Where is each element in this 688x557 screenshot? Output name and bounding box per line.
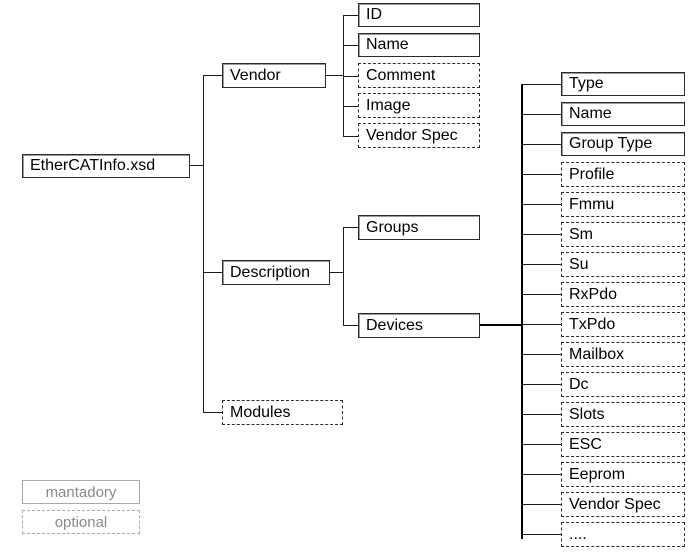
node-label: Sm: [569, 225, 593, 243]
node-label: Image: [366, 96, 411, 114]
node-label: ....: [569, 525, 587, 543]
node-label: Name: [569, 105, 612, 122]
connector-device-child-vendorspec: [521, 504, 561, 505]
node-label: Description: [230, 263, 311, 281]
node-label: Fmmu: [569, 195, 615, 213]
node-label: Modules: [230, 403, 291, 421]
node-label: Devices: [366, 316, 423, 334]
legend-mandatory: mantadory: [22, 480, 140, 504]
node-device-more[interactable]: ....: [561, 522, 685, 547]
node-device-txpdo[interactable]: TxPdo: [561, 312, 685, 337]
node-label: Groups: [366, 218, 419, 236]
node-label: Vendor: [230, 66, 281, 84]
connector-description-to-trunk: [330, 272, 343, 273]
node-device-profile[interactable]: Profile: [561, 162, 685, 187]
connector-vendor-child-id: [343, 15, 358, 16]
node-device-vendor-spec[interactable]: Vendor Spec: [561, 492, 685, 517]
node-vendor-image[interactable]: Image: [358, 93, 480, 118]
node-label: Dc: [569, 375, 589, 393]
connector-device-child-rxpdo: [521, 294, 561, 295]
connector-device-child-dc: [521, 384, 561, 385]
node-description[interactable]: Description: [222, 260, 330, 285]
node-modules[interactable]: Modules: [222, 400, 343, 425]
connector-device-child-txpdo: [521, 324, 561, 325]
connector-device-child-eeprom: [521, 474, 561, 475]
legend-label: optional: [54, 513, 108, 531]
connector-vendor-child-image: [343, 106, 358, 107]
node-vendor-id[interactable]: ID: [358, 3, 480, 27]
node-device-group-type[interactable]: Group Type: [561, 132, 685, 156]
connector-description-child-groups: [343, 227, 358, 228]
node-label: Mailbox: [569, 345, 625, 363]
node-device-slots[interactable]: Slots: [561, 402, 685, 427]
connector-description-child-devices: [343, 325, 358, 326]
connector-vendor-child-comment: [343, 76, 358, 77]
connector-vendor-child-vendorspec: [343, 136, 358, 137]
connector-trunk-description-children: [343, 227, 344, 326]
connector-trunk-to-vendor: [203, 75, 222, 76]
connector-trunk-to-modules: [203, 412, 222, 413]
connector-device-child-fmmu: [521, 204, 561, 205]
connector-device-child-type: [521, 84, 561, 85]
legend-optional: optional: [22, 510, 140, 534]
node-label: Comment: [366, 66, 436, 84]
node-label: Slots: [569, 405, 605, 423]
node-label: Profile: [569, 165, 615, 183]
connector-trunk-to-description: [203, 272, 222, 273]
node-label: EtherCATInfo.xsd: [30, 157, 156, 174]
node-label: ESC: [569, 435, 602, 453]
node-label: Eeprom: [569, 465, 626, 483]
node-label: Name: [366, 36, 409, 53]
connector-device-child-more: [521, 534, 561, 535]
legend-label: mantadory: [45, 483, 117, 501]
connector-device-child-slots: [521, 414, 561, 415]
node-vendor[interactable]: Vendor: [222, 63, 326, 88]
node-label: Type: [569, 75, 604, 92]
node-vendor-comment[interactable]: Comment: [358, 63, 480, 88]
node-label: Su: [569, 255, 589, 273]
node-devices[interactable]: Devices: [358, 313, 480, 338]
connector-device-child-su: [521, 264, 561, 265]
node-ethercatinfo-xsd[interactable]: EtherCATInfo.xsd: [22, 154, 190, 178]
node-label: Vendor Spec: [569, 495, 661, 513]
node-device-rxpdo[interactable]: RxPdo: [561, 282, 685, 307]
connector-device-child-profile: [521, 174, 561, 175]
connector-vendor-to-trunk: [326, 75, 343, 76]
node-device-dc[interactable]: Dc: [561, 372, 685, 397]
connector-device-child-mailbox: [521, 354, 561, 355]
connector-trunk-devices-children: [521, 84, 523, 539]
connector-trunk-vendor-children: [343, 15, 344, 136]
connector-device-child-group-type: [521, 144, 561, 145]
connector-device-child-sm: [521, 234, 561, 235]
node-vendor-vendor-spec[interactable]: Vendor Spec: [358, 123, 480, 148]
node-device-su[interactable]: Su: [561, 252, 685, 277]
node-label: Vendor Spec: [366, 126, 458, 144]
node-label: ID: [366, 6, 382, 23]
node-label: TxPdo: [569, 315, 616, 333]
node-device-sm[interactable]: Sm: [561, 222, 685, 247]
node-device-fmmu[interactable]: Fmmu: [561, 192, 685, 217]
connector-trunk-level1: [203, 75, 204, 413]
node-device-name[interactable]: Name: [561, 102, 685, 126]
connector-vendor-child-name: [343, 45, 358, 46]
node-device-eeprom[interactable]: Eeprom: [561, 462, 685, 487]
connector-devices-to-trunk: [480, 324, 522, 326]
connector-device-child-esc: [521, 444, 561, 445]
node-label: RxPdo: [569, 285, 618, 303]
connector-root-to-trunk: [190, 165, 204, 166]
node-device-mailbox[interactable]: Mailbox: [561, 342, 685, 367]
node-device-esc[interactable]: ESC: [561, 432, 685, 457]
node-vendor-name[interactable]: Name: [358, 33, 480, 57]
node-label: Group Type: [569, 135, 653, 152]
node-device-type[interactable]: Type: [561, 72, 685, 96]
node-groups[interactable]: Groups: [358, 215, 480, 240]
connector-device-child-name: [521, 114, 561, 115]
